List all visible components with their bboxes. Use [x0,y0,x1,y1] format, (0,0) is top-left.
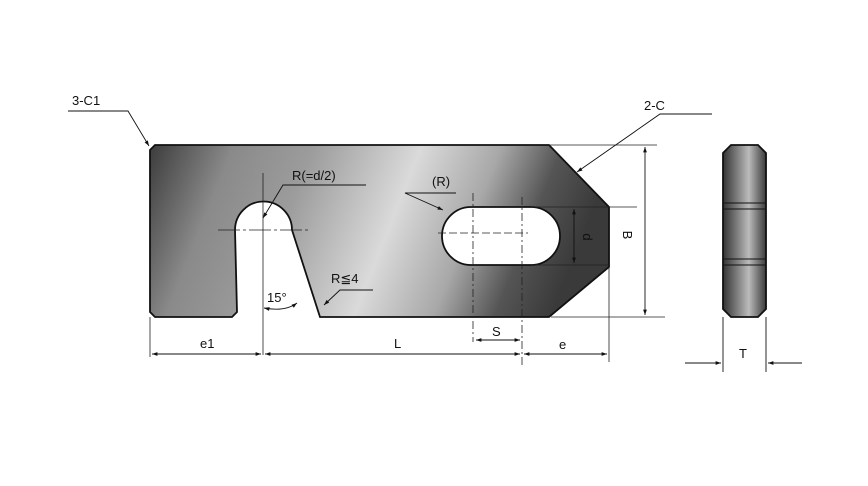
label-L: L [394,336,401,351]
center-lines [218,173,528,366]
plate-body [149,144,610,318]
label-T: T [739,346,747,361]
label-e1: e1 [200,336,214,351]
extension-lines [149,144,665,362]
side-view-slot-lines [723,202,766,266]
label-B: B [620,231,635,240]
side-view [722,144,767,318]
label-angle: 15° [267,290,287,305]
label-end-chamfer: 2-C [644,98,665,113]
label-d: d [580,233,595,240]
label-S: S [492,324,501,339]
label-corner-chamfer: 3-C1 [72,93,100,108]
dimension-arrows [68,110,802,372]
label-notch-radius: R(=d/2) [292,168,336,183]
label-slot-radius: (R) [432,174,450,189]
label-fillet-radius: R≦4 [331,271,359,286]
label-e: e [559,337,566,352]
